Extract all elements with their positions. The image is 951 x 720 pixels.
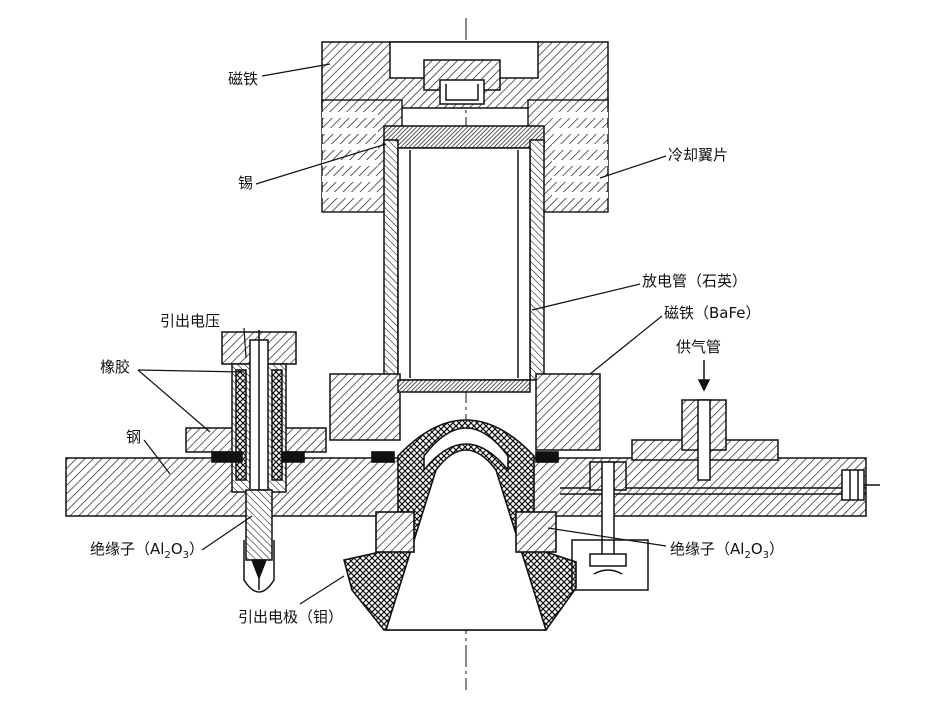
- label-tin: 锡: [238, 174, 254, 192]
- label-cooling-fins: 冷却翼片: [668, 146, 729, 164]
- leader-lines: [137, 63, 667, 605]
- mounting-bolt: [571, 461, 649, 591]
- label-insulator-left: 绝缘子（Al2O3）: [90, 540, 205, 561]
- label-rubber: 橡胶: [100, 358, 131, 376]
- label-steel: 钢: [126, 428, 142, 446]
- discharge-tube: [383, 125, 545, 381]
- label-gas-supply-tube: 供气管: [676, 338, 722, 356]
- extraction-electrode-body: [343, 419, 577, 631]
- gas-supply-fitting: [681, 360, 727, 481]
- label-insulator-right: 绝缘子（Al2O3）: [670, 540, 785, 561]
- bafe-magnets: [329, 373, 601, 451]
- voltage-feedthrough: [211, 330, 305, 593]
- top-magnet: [321, 41, 609, 109]
- label-discharge-tube: 放电管（石英）: [642, 272, 748, 290]
- label-extraction-electrode: 引出电极（钼）: [238, 608, 344, 626]
- label-magnet: 磁铁: [228, 70, 259, 88]
- label-magnet-bafe: 磁铁（BaFe）: [664, 304, 761, 322]
- label-extraction-voltage: 引出电压: [160, 312, 221, 330]
